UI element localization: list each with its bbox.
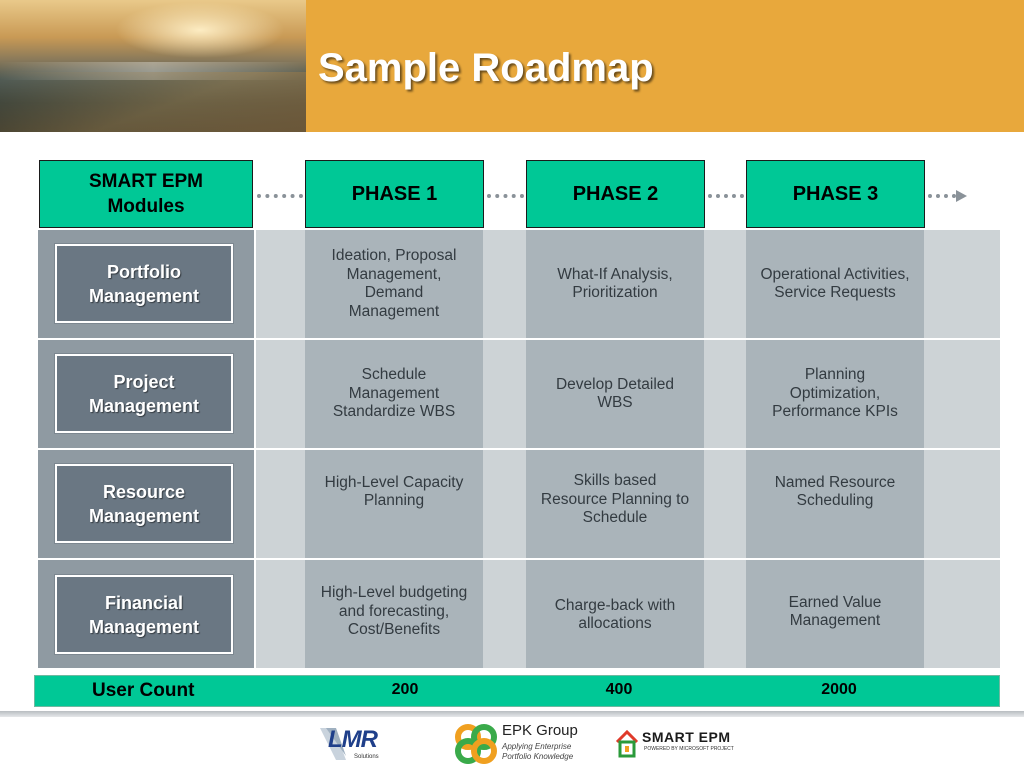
cell-line: Demand	[364, 284, 424, 301]
cell-line: Optimization,	[789, 384, 881, 402]
user-count-phase-1: 200	[391, 681, 419, 698]
cell-line: Management	[348, 302, 440, 320]
modules-header-line: SMART EPM	[89, 171, 203, 192]
epk-logo-tagline: Applying Enterprise Portfolio Knowledge	[502, 742, 573, 762]
module-label-line: Financial	[104, 592, 184, 613]
cell-line: allocations	[578, 615, 652, 632]
page-title: Sample Roadmap	[318, 46, 654, 90]
epk-tagline-line: Applying Enterprise	[502, 742, 572, 751]
row-divider	[38, 558, 1000, 560]
timeline-arrow-icon	[956, 190, 967, 202]
cell-line: Standardize WBS	[332, 403, 456, 421]
smart-epm-logo-tagline: POWERED BY MICROSOFT PROJECT	[644, 746, 734, 752]
phase-3-header: PHASE 3	[746, 160, 925, 228]
cell-portfolio-phase-3: Operational Activities,Service Requests	[740, 230, 930, 338]
cell-line: Performance KPIs	[772, 403, 898, 421]
smart-epm-house-icon	[615, 729, 639, 758]
lmr-logo-subtext: Solutions	[354, 754, 379, 760]
phase-2-header: PHASE 2	[526, 160, 705, 228]
cell-line: What-If Analysis,	[557, 265, 673, 283]
cell-line: High-Level budgeting	[320, 584, 468, 602]
cell-line: and forecasting,	[338, 602, 450, 620]
phase-1-label: PHASE 1	[351, 182, 438, 205]
cell-line: Management	[348, 384, 440, 402]
epk-tagline-line: Portfolio Knowledge	[502, 752, 574, 761]
cell-line: Schedule	[361, 366, 427, 384]
cell-line: Earned Value	[788, 593, 882, 611]
cell-portfolio-phase-2: What-If Analysis,Prioritization	[526, 230, 704, 338]
module-label-line: Management	[88, 395, 200, 416]
cell-line: Planning	[363, 492, 425, 509]
cell-line: Cost/Benefits	[347, 621, 441, 639]
module-label-line: Project	[113, 371, 175, 392]
module-label-line: Management	[88, 285, 200, 306]
cell-line: Schedule	[582, 509, 648, 527]
user-count-label: User Count	[92, 680, 195, 701]
user-count-phase-3: 2000	[821, 681, 857, 698]
smart-epm-logo: SMART EPM POWERED BY MICROSOFT PROJECT	[614, 722, 744, 766]
cell-line: Planning	[804, 366, 866, 384]
connector-dots	[928, 194, 956, 198]
cell-line: Ideation, Proposal	[331, 247, 457, 264]
modules-header: SMART EPM Modules	[39, 160, 253, 228]
cell-line: WBS	[597, 394, 633, 411]
epk-logo-text: EPK Group	[502, 722, 578, 739]
user-count-bar	[34, 675, 1000, 707]
cell-line: Resource Planning to	[540, 490, 690, 508]
footer-divider	[0, 711, 1024, 717]
epk-group-logo: EPK Group Applying Enterprise Portfolio …	[452, 722, 580, 766]
cell-line: High-Level Capacity	[324, 473, 464, 491]
cell-line: Management,	[346, 265, 442, 283]
row-divider	[38, 338, 1000, 340]
header-band	[306, 0, 1024, 132]
cell-line: Management	[789, 612, 881, 629]
phase-1-header: PHASE 1	[305, 160, 484, 228]
cell-line: Named Resource	[774, 473, 896, 491]
connector-dots	[708, 194, 744, 198]
module-label-line: Management	[88, 616, 200, 637]
phase-2-label: PHASE 2	[572, 182, 659, 205]
cell-line: Service Requests	[774, 284, 896, 301]
module-label-line: Management	[88, 505, 200, 526]
module-label-line: Portfolio	[107, 261, 181, 282]
cell-line: Prioritization	[572, 284, 658, 301]
connector-dots	[487, 194, 524, 198]
row-divider	[38, 448, 1000, 450]
module-label-line: Resource	[102, 481, 186, 502]
lmr-logo-icon	[320, 728, 346, 760]
cell-line: Charge-back with	[554, 596, 676, 614]
lmr-logo: LMR Solutions	[316, 722, 398, 766]
modules-header-line: Modules	[107, 196, 185, 217]
smart-epm-logo-text: SMART EPM	[642, 729, 731, 745]
connector-dots	[257, 194, 303, 198]
epk-knot-icon	[455, 724, 497, 764]
lmr-logo-text: LMR	[328, 726, 378, 753]
user-count-phase-2: 400	[605, 681, 633, 698]
cell-line: Operational Activities,	[760, 265, 910, 283]
phase-3-label: PHASE 3	[792, 182, 879, 205]
cell-line: Skills based	[573, 472, 657, 490]
header-photo	[0, 0, 306, 132]
cell-line: Develop Detailed	[555, 375, 675, 393]
cell-line: Scheduling	[796, 492, 874, 509]
